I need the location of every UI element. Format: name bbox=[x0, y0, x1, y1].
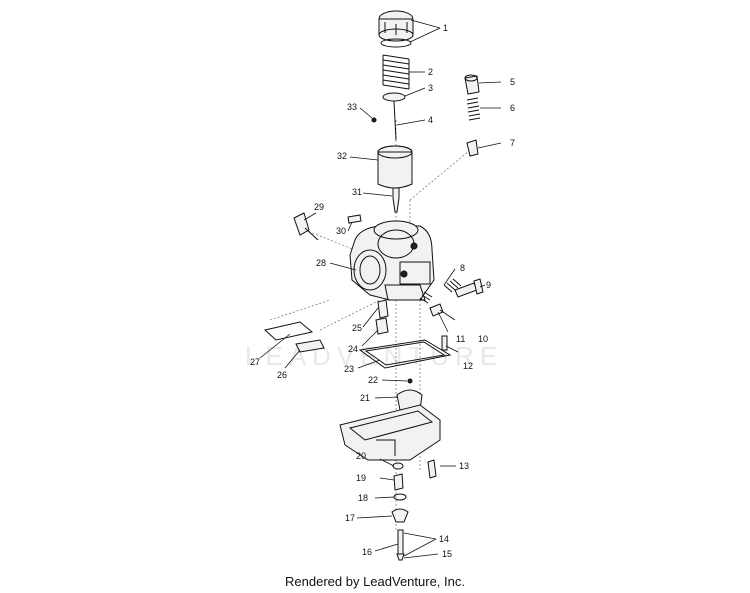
callout-28: 28 bbox=[316, 258, 326, 268]
callout-15: 15 bbox=[442, 549, 452, 559]
part-throttle-stop-screw bbox=[454, 278, 484, 298]
callout-8: 8 bbox=[460, 263, 465, 273]
callout-17: 17 bbox=[345, 513, 355, 523]
part-jet-needle bbox=[393, 100, 397, 141]
part-bowl-drain-cap bbox=[391, 508, 409, 523]
part-float-bracket bbox=[295, 339, 325, 353]
callout-10: 10 bbox=[478, 334, 488, 344]
part-starter-plunger bbox=[293, 212, 319, 241]
callout-9: 9 bbox=[486, 280, 491, 290]
callout-3: 3 bbox=[428, 83, 433, 93]
callout-2: 2 bbox=[428, 67, 433, 77]
part-pilot-spring bbox=[466, 97, 481, 121]
part-pilot-screw-spring bbox=[419, 291, 433, 304]
part-float-bowl bbox=[339, 404, 441, 461]
part-e-ring bbox=[371, 117, 377, 123]
callout-12: 12 bbox=[463, 361, 473, 371]
callout-14: 14 bbox=[439, 534, 449, 544]
part-spring-seat bbox=[382, 92, 406, 102]
callout-33: 33 bbox=[347, 102, 357, 112]
callout-21: 21 bbox=[360, 393, 370, 403]
callout-7: 7 bbox=[510, 138, 515, 148]
part-drain-screw bbox=[441, 335, 448, 351]
callout-6: 6 bbox=[510, 103, 515, 113]
part-pilot-screw bbox=[429, 303, 444, 317]
part-main-jet bbox=[375, 317, 389, 335]
callout-16: 16 bbox=[362, 547, 372, 557]
callout-13: 13 bbox=[459, 461, 469, 471]
part-needle-jet bbox=[392, 187, 400, 213]
callout-27: 27 bbox=[250, 357, 260, 367]
callout-11: 11 bbox=[456, 334, 465, 344]
part-float-pin bbox=[407, 378, 413, 384]
callout-5: 5 bbox=[510, 77, 515, 87]
callout-23: 23 bbox=[344, 364, 354, 374]
part-drain-plug-washer bbox=[392, 462, 404, 470]
callout-30: 30 bbox=[336, 226, 346, 236]
part-throttle-spring bbox=[382, 54, 410, 90]
callout-26: 26 bbox=[277, 370, 287, 380]
callout-4: 4 bbox=[428, 115, 433, 125]
part-carburetor-body bbox=[349, 220, 435, 301]
part-float-gasket-plate bbox=[263, 321, 314, 341]
part-throttle-stop-spring bbox=[443, 278, 462, 293]
assembly-guide-lines bbox=[269, 120, 471, 530]
callout-19: 19 bbox=[356, 473, 366, 483]
part-throttle-valve bbox=[377, 145, 413, 189]
part-drain-screw-lower bbox=[396, 553, 405, 561]
callout-29: 29 bbox=[314, 202, 324, 212]
part-pilot-washer bbox=[466, 139, 479, 157]
footer-credit: Rendered by LeadVenture, Inc. bbox=[285, 574, 465, 589]
callout-18: 18 bbox=[358, 493, 368, 503]
part-pilot-jet bbox=[377, 299, 389, 319]
part-carburetor-cap bbox=[378, 10, 414, 48]
part-bowl-screw bbox=[427, 459, 437, 479]
callout-32: 32 bbox=[337, 151, 347, 161]
callout-1: 1 bbox=[443, 23, 448, 33]
part-starter-screw bbox=[347, 214, 362, 224]
callout-20: 20 bbox=[356, 451, 366, 461]
part-drain-plug bbox=[393, 473, 404, 491]
callout-24: 24 bbox=[348, 344, 358, 354]
callout-25: 25 bbox=[352, 323, 362, 333]
callout-31: 31 bbox=[352, 187, 362, 197]
part-pilot-air-screw bbox=[464, 74, 480, 95]
callout-leader-lines bbox=[259, 19, 502, 559]
callout-labels: 1 2 3 4 5 6 7 8 9 10 11 12 13 14 15 16 1… bbox=[250, 23, 515, 559]
part-drain-tube bbox=[397, 529, 404, 555]
callout-22: 22 bbox=[368, 375, 378, 385]
